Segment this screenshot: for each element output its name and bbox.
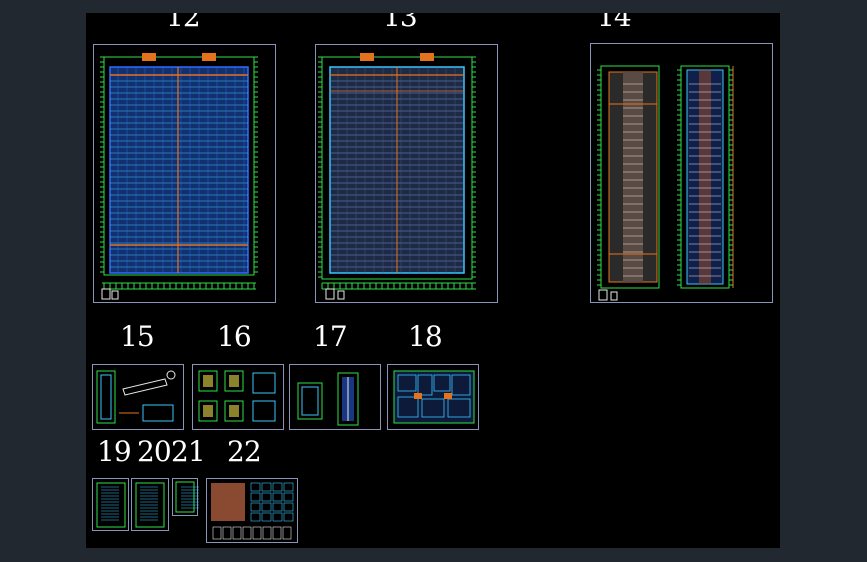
sheet-number-14: 14 — [597, 13, 632, 33]
drawing-sheet-14[interactable] — [590, 43, 773, 303]
drawing-sheet-16[interactable] — [192, 364, 284, 430]
drawing-sheet-17[interactable] — [289, 364, 381, 430]
drawing-sheet-13[interactable] — [315, 44, 498, 303]
drawing-sheet-21[interactable] — [172, 478, 199, 516]
drawing-sheet-20[interactable] — [131, 478, 169, 531]
sheet-number-16: 16 — [217, 320, 252, 353]
floor-plan-drawing — [100, 53, 258, 300]
detail-drawing — [211, 482, 294, 540]
drawing-sheet-19[interactable] — [92, 478, 129, 531]
floor-plan-drawing — [393, 370, 475, 424]
floor-plan-drawing — [318, 53, 476, 300]
sheet-number-12: 12 — [166, 13, 201, 33]
sheet-number-15: 15 — [120, 320, 155, 353]
detail-drawing — [198, 370, 276, 422]
drawing-sheet-15[interactable] — [92, 364, 184, 430]
sheet-number-22: 22 — [227, 435, 262, 468]
sheet-number-17: 17 — [313, 320, 348, 353]
elevation-drawing — [135, 482, 165, 528]
sheet-number-21: 21 — [171, 435, 206, 468]
detail-drawing — [96, 370, 176, 424]
drawing-sheet-22[interactable] — [206, 478, 298, 543]
detail-drawing — [175, 481, 199, 513]
sheet-number-18: 18 — [408, 320, 443, 353]
elevation-drawing — [96, 482, 126, 528]
detail-drawing — [297, 372, 359, 426]
drawing-sheet-12[interactable] — [93, 44, 276, 303]
drawing-canvas[interactable]: 12 13 14 15 16 17 18 19 20 21 22 — [86, 13, 780, 548]
sheet-number-20: 20 — [137, 435, 172, 468]
sheet-number-13: 13 — [383, 13, 418, 33]
drawing-sheet-18[interactable] — [387, 364, 479, 430]
elevation-drawing — [597, 65, 734, 301]
sheet-number-19: 19 — [97, 435, 132, 468]
